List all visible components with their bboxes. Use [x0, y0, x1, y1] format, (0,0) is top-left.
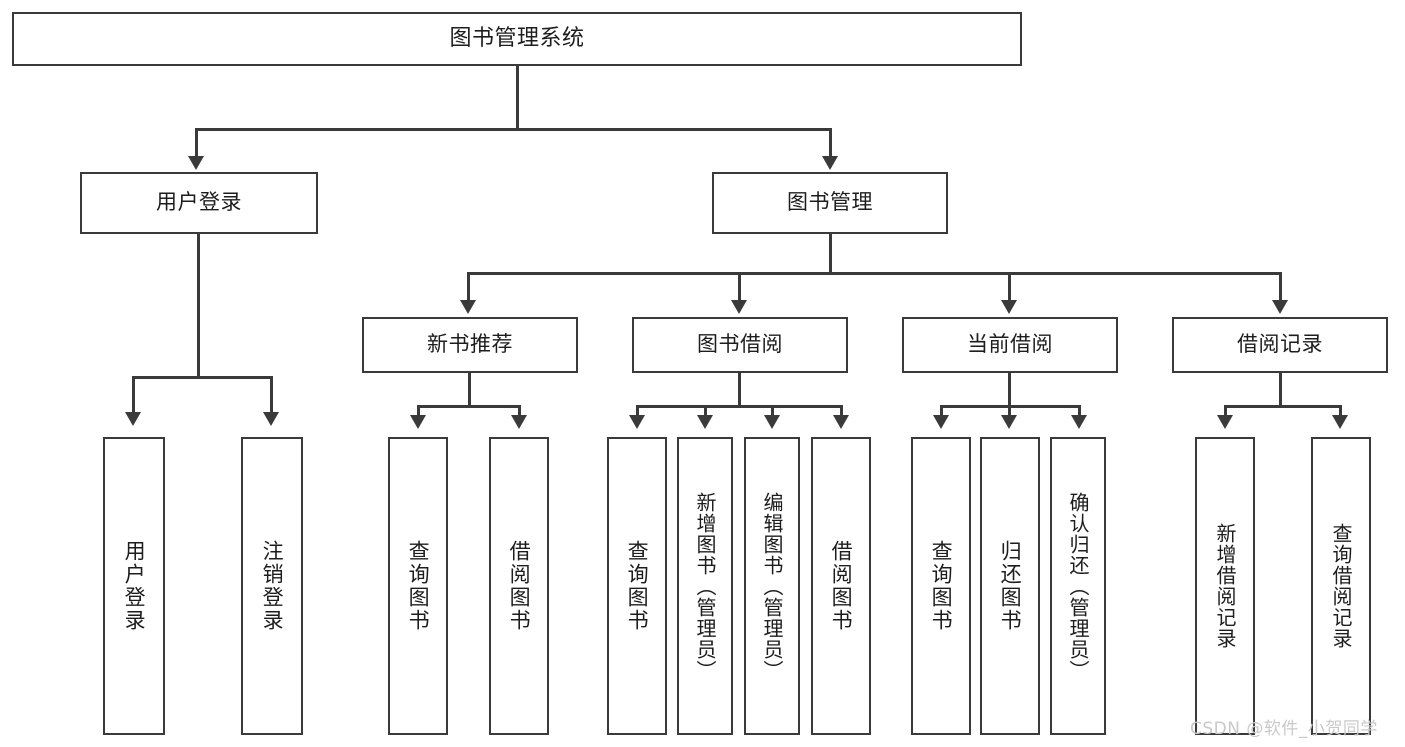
leaf-borrow-book[interactable]: 借阅图书: [811, 437, 871, 735]
node-book-management[interactable]: 图书管理: [712, 172, 948, 234]
arrow-down-icon: [1272, 300, 1288, 314]
leaf-logout[interactable]: 注销登录: [241, 437, 303, 735]
edge-book-borrow-stem: [738, 373, 741, 407]
leaf-add-book-admin[interactable]: 新增图书（管理员）: [677, 437, 733, 735]
arrow-down-icon: [511, 415, 527, 429]
arrow-down-icon: [1332, 415, 1348, 429]
node-label: 注销登录: [260, 540, 285, 632]
leaf-borrow-book-recommend[interactable]: 借阅图书: [489, 437, 549, 735]
leaf-confirm-return-admin[interactable]: 确认归还（管理员）: [1050, 437, 1106, 735]
node-label: 当前借阅: [967, 332, 1053, 357]
node-label: 新增借阅记录: [1213, 523, 1237, 649]
node-label: 查询图书: [406, 540, 431, 632]
arrow-down-icon: [822, 156, 838, 170]
edge-current-borrow-leaf-1: [940, 405, 943, 417]
node-label: 用户登录: [122, 540, 147, 632]
leaf-user-login[interactable]: 用户登录: [103, 437, 165, 735]
edge-new-book-bus: [418, 405, 521, 408]
edge-new-book-stem: [468, 373, 471, 407]
arrow-down-icon: [731, 300, 747, 314]
node-borrow-record[interactable]: 借阅记录: [1172, 317, 1388, 373]
edge-book-borrow-leaf-4: [840, 405, 843, 417]
leaf-query-book-recommend[interactable]: 查询图书: [388, 437, 448, 735]
edge-to-borrow-record: [1279, 272, 1282, 302]
edge-book-borrow-leaf-2: [704, 405, 707, 417]
edge-book-borrow-leaf-1: [636, 405, 639, 417]
arrow-down-icon: [1217, 415, 1233, 429]
node-label: 图书借阅: [697, 332, 783, 357]
leaf-add-borrow-record[interactable]: 新增借阅记录: [1195, 437, 1255, 735]
leaf-return-book[interactable]: 归还图书: [980, 437, 1040, 735]
edge-to-book-borrow: [738, 272, 741, 302]
arrow-down-icon: [188, 156, 204, 170]
arrow-down-icon: [764, 415, 780, 429]
node-label: 借阅图书: [829, 540, 854, 632]
arrow-down-icon: [1001, 415, 1017, 429]
arrow-down-icon: [263, 412, 279, 426]
node-label: 借阅记录: [1237, 332, 1323, 357]
edge-root-bus: [196, 128, 832, 131]
edge-user-login-leaf-1: [132, 376, 135, 414]
arrow-down-icon: [629, 415, 645, 429]
arrow-down-icon: [1001, 300, 1017, 314]
edge-current-borrow-bus: [941, 405, 1081, 408]
edge-user-login-leaf-2: [270, 376, 273, 414]
arrow-down-icon: [410, 415, 426, 429]
node-current-borrow[interactable]: 当前借阅: [902, 317, 1118, 373]
node-book-borrow[interactable]: 图书借阅: [632, 317, 848, 373]
node-new-book-recommend[interactable]: 新书推荐: [362, 317, 578, 373]
edge-book-manage-bus: [468, 272, 1282, 275]
edge-borrow-record-stem: [1279, 373, 1282, 407]
edge-new-book-leaf-2: [518, 405, 521, 417]
node-label: 归还图书: [998, 540, 1023, 632]
leaf-query-book-current[interactable]: 查询图书: [911, 437, 971, 735]
edge-current-borrow-stem: [1008, 373, 1011, 407]
node-label: 新增图书（管理员）: [693, 491, 717, 681]
edge-borrow-record-leaf-2: [1339, 405, 1342, 417]
edge-user-login-bus: [133, 376, 273, 379]
leaf-edit-book-admin[interactable]: 编辑图书（管理员）: [744, 437, 800, 735]
node-label: 编辑图书（管理员）: [760, 491, 784, 681]
node-label: 借阅图书: [507, 540, 532, 632]
edge-root-stem: [516, 66, 519, 130]
arrow-down-icon: [125, 412, 141, 426]
node-label: 确认归还（管理员）: [1066, 491, 1090, 681]
edge-current-borrow-leaf-2: [1008, 405, 1011, 417]
leaf-query-borrow-record[interactable]: 查询借阅记录: [1311, 437, 1371, 735]
arrow-down-icon: [1071, 415, 1087, 429]
arrow-down-icon: [833, 415, 849, 429]
edge-to-book-manage: [829, 128, 832, 158]
edge-to-current-borrow: [1008, 272, 1011, 302]
arrow-down-icon: [697, 415, 713, 429]
node-label: 图书管理系统: [449, 25, 585, 51]
node-label: 查询图书: [929, 540, 954, 632]
arrow-down-icon: [933, 415, 949, 429]
edge-book-borrow-leaf-3: [771, 405, 774, 417]
node-label: 用户登录: [156, 190, 242, 215]
leaf-query-book-borrow[interactable]: 查询图书: [607, 437, 667, 735]
node-root-library-system[interactable]: 图书管理系统: [12, 12, 1022, 66]
edge-book-borrow-bus: [637, 405, 843, 408]
node-user-login[interactable]: 用户登录: [80, 172, 318, 234]
edge-to-new-book: [467, 272, 470, 302]
edge-user-login-stem: [197, 234, 200, 378]
edge-borrow-record-bus: [1225, 405, 1342, 408]
arrow-down-icon: [460, 300, 476, 314]
node-label: 查询图书: [625, 540, 650, 632]
edge-book-manage-stem: [829, 234, 832, 274]
edge-borrow-record-leaf-1: [1224, 405, 1227, 417]
edge-to-user-login: [195, 128, 198, 158]
node-label: 新书推荐: [427, 332, 513, 357]
edge-new-book-leaf-1: [417, 405, 420, 417]
node-label: 查询借阅记录: [1329, 523, 1353, 649]
node-label: 图书管理: [787, 190, 873, 215]
edge-current-borrow-leaf-3: [1078, 405, 1081, 417]
watermark-text: CSDN @软件_小贺同学: [1190, 719, 1378, 739]
